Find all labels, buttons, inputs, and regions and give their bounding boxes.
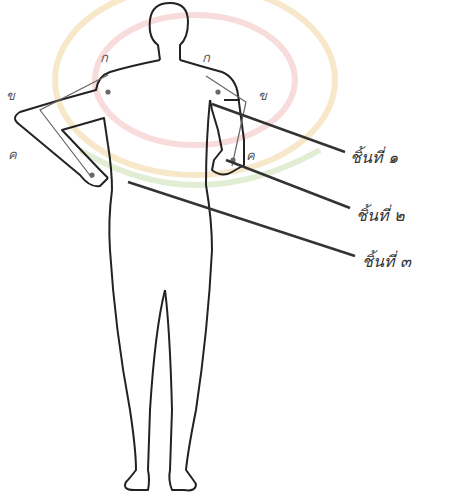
point-label: ค — [246, 148, 255, 164]
leader-lines — [128, 104, 355, 256]
body-outline — [15, 3, 244, 490]
point-label: ข — [258, 88, 267, 104]
point-label: ก — [100, 50, 108, 66]
piece-label: ชิ้นที่ ๒ — [356, 206, 405, 225]
point-label: ข — [6, 88, 15, 104]
watermark — [55, 0, 335, 185]
piece-guides — [40, 75, 246, 178]
piece-label: ชิ้นที่ ๑ — [350, 148, 398, 167]
point-label: ค — [8, 147, 17, 163]
piece-label: ชิ้นที่ ๓ — [362, 252, 411, 271]
point-label: ก — [202, 50, 210, 66]
